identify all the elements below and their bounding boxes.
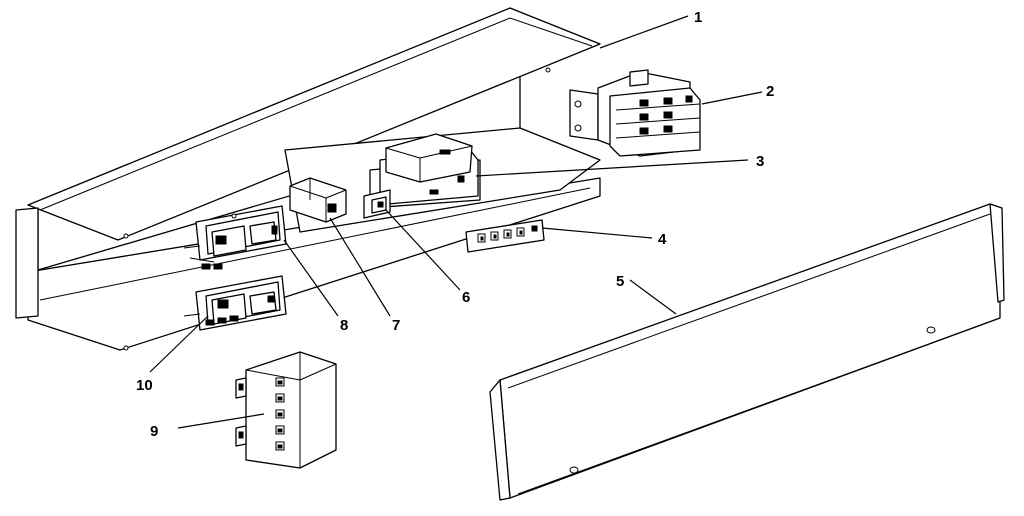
callout-labels: 1 2 3 4 5 6 7 8 9 10 <box>136 9 774 440</box>
leader-lines <box>149 15 763 429</box>
callout-1: 1 <box>694 9 702 26</box>
leader-2 <box>701 91 763 105</box>
callout-2: 2 <box>766 83 774 100</box>
callout-6: 6 <box>462 289 470 306</box>
part-1-channel-housing <box>15 7 601 351</box>
callout-3: 3 <box>756 153 764 170</box>
callout-5: 5 <box>616 273 624 290</box>
leader-9 <box>177 413 265 429</box>
part-4-terminal-strip <box>465 219 545 253</box>
leader-7 <box>329 217 391 317</box>
callout-9: 9 <box>150 423 158 440</box>
part-10-lower-control-board <box>183 275 287 331</box>
leader-5 <box>629 279 677 315</box>
callout-8: 8 <box>340 317 348 334</box>
leader-6 <box>385 209 461 291</box>
leader-8 <box>283 239 339 317</box>
part-3-transformer <box>369 133 481 209</box>
callout-4: 4 <box>658 231 667 248</box>
callout-7: 7 <box>392 317 400 334</box>
leader-1 <box>599 15 689 49</box>
part-2-contactor <box>569 69 701 157</box>
part-8-upper-control-board <box>183 205 287 270</box>
part-5-front-cover <box>489 203 1005 501</box>
part-7-fuse-block <box>289 177 347 223</box>
callout-10: 10 <box>136 377 153 394</box>
leader-4 <box>541 227 653 239</box>
leader-3 <box>475 159 749 177</box>
leader-10 <box>149 315 209 373</box>
part-9-terminal-block <box>235 351 337 469</box>
